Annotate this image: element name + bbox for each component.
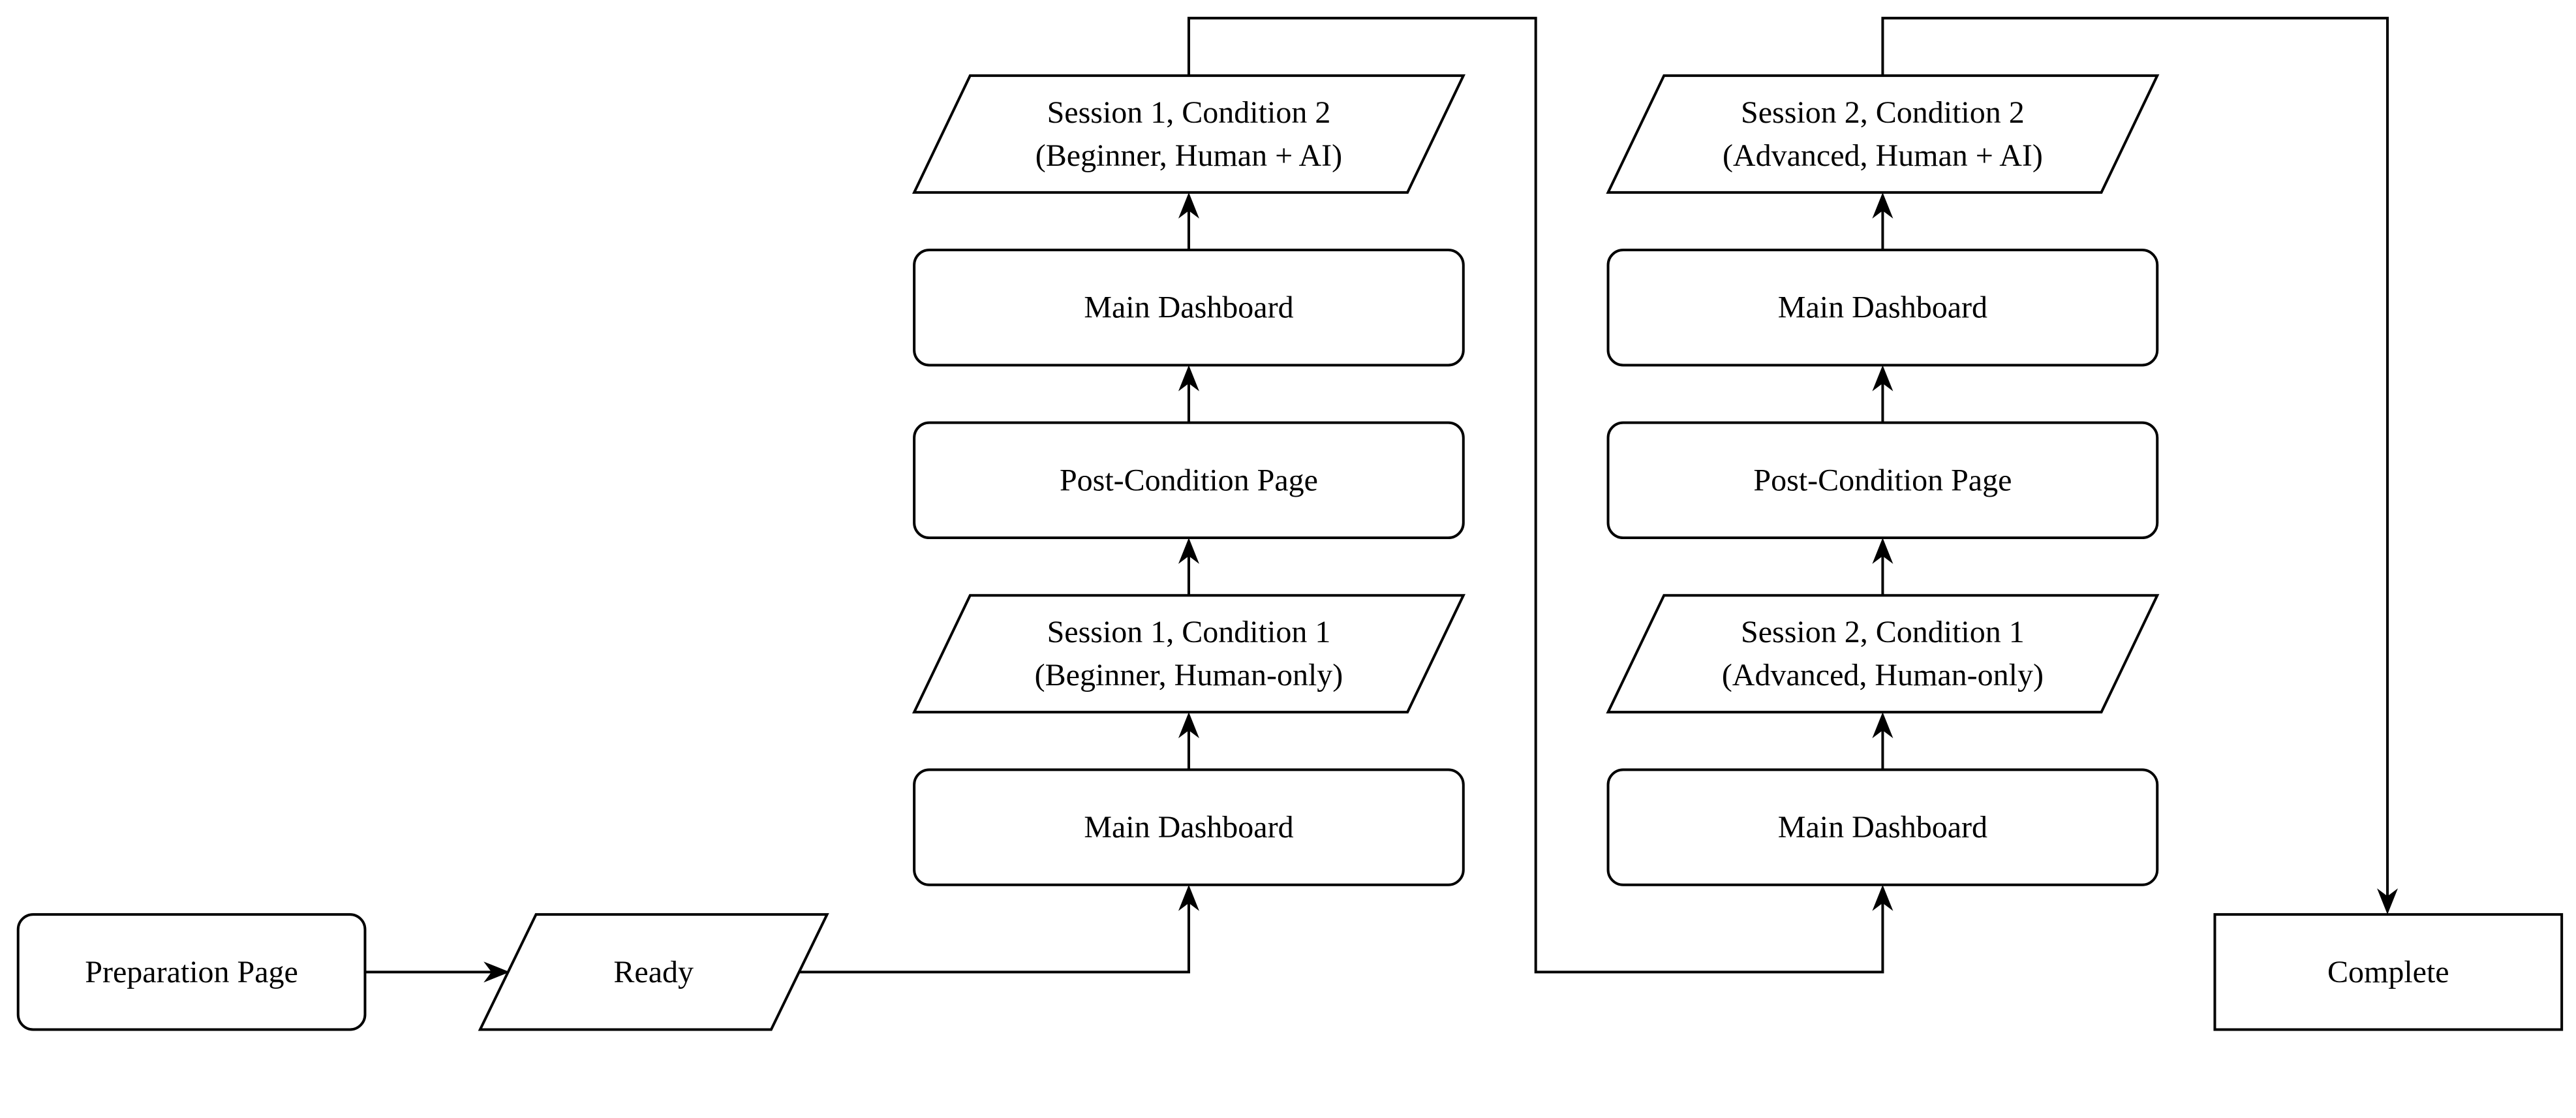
parallelogram-shape [478, 913, 829, 1031]
node-label-line: Session 1, Condition 1 [1047, 615, 1331, 649]
arrowhead-icon [1178, 712, 1199, 739]
rounded-rect-shape [913, 249, 1465, 367]
node-s1-main-2: Main Dashboard [913, 249, 1465, 367]
edge-s1-main-1-to-s1-c1 [1178, 712, 1199, 770]
edge-s2-main-1-to-s2-c1 [1872, 712, 1894, 770]
arrowhead-icon [483, 961, 510, 983]
edge-s1-post-to-s1-main-2 [1178, 365, 1199, 423]
node-label-line: Main Dashboard [1778, 290, 1987, 325]
node-ready: Ready [478, 913, 829, 1031]
node-s2-post: Post-Condition Page [1606, 421, 2159, 540]
node-label-line: Post-Condition Page [1753, 463, 2012, 497]
node-label-line: (Advanced, Human-only) [1722, 658, 2044, 692]
arrowhead-icon [1178, 192, 1199, 219]
arrowhead-icon [1872, 712, 1894, 739]
edge-s2-c2-to-complete [1881, 16, 2399, 915]
node-s2-main-1: Main Dashboard [1606, 768, 2159, 886]
rounded-rect-shape [1606, 249, 2159, 367]
node-s1-c2: Session 1, Condition 2 (Beginner, Human +… [912, 74, 1465, 194]
connector-line [797, 900, 1190, 974]
edge-s1-c2-to-s2-main-1 [1187, 16, 1894, 974]
arrowhead-icon [1178, 884, 1199, 911]
node-label-line: Session 1, Condition 2 [1047, 95, 1331, 130]
node-label-line: Session 2, Condition 1 [1741, 615, 2025, 649]
node-prep: Preparation Page [16, 913, 367, 1031]
arrowhead-icon [1178, 365, 1199, 392]
node-complete: Complete [2213, 913, 2564, 1031]
node-label-line: Preparation Page [85, 955, 298, 989]
parallelogram-shape [912, 74, 1465, 194]
edge-s2-c1-to-s2-post [1872, 538, 1894, 596]
node-s2-c1: Session 2, Condition 1 (Advanced, Human-o… [1606, 594, 2160, 714]
edge-s2-post-to-s2-main-2 [1872, 365, 1894, 423]
rect-shape [2213, 913, 2564, 1031]
edge-s1-main-2-to-s1-c2 [1178, 192, 1199, 251]
parallelogram-shape [912, 594, 1465, 714]
node-s1-c1: Session 1, Condition 1 (Beginner, Human-o… [912, 594, 1465, 714]
rounded-rect-shape [1606, 421, 2159, 540]
rounded-rect-shape [1606, 768, 2159, 886]
arrowhead-icon [2377, 888, 2399, 915]
node-label-line: (Advanced, Human + AI) [1723, 138, 2043, 173]
node-label-line: Ready [613, 955, 694, 989]
arrowhead-icon [1872, 884, 1894, 911]
connector-line [1187, 16, 1884, 974]
rounded-rect-shape [913, 421, 1465, 540]
node-label-line: (Beginner, Human + AI) [1035, 138, 1342, 173]
arrowhead-icon [1178, 538, 1199, 565]
parallelogram-shape [1606, 594, 2160, 714]
node-label-line: Main Dashboard [1084, 290, 1293, 325]
node-s1-main-1: Main Dashboard [913, 768, 1465, 886]
edges-layer [365, 16, 2399, 983]
edge-s1-c1-to-s1-post [1178, 538, 1199, 596]
parallelogram-shape [1606, 74, 2160, 194]
node-label-line: Main Dashboard [1778, 810, 1987, 845]
edge-prep-to-ready [365, 961, 510, 983]
node-s2-main-2: Main Dashboard [1606, 249, 2159, 367]
arrowhead-icon [1872, 365, 1894, 392]
rounded-rect-shape [913, 768, 1465, 886]
node-label-line: (Beginner, Human-only) [1035, 658, 1343, 692]
node-label-line: Session 2, Condition 2 [1741, 95, 2025, 130]
node-s2-c2: Session 2, Condition 2 (Advanced, Human +… [1606, 74, 2160, 194]
connector-line [1881, 16, 2389, 899]
edge-ready-to-s1-main-1 [797, 884, 1199, 974]
edge-s2-main-2-to-s2-c2 [1872, 192, 1894, 251]
node-label-line: Main Dashboard [1084, 810, 1293, 845]
node-s1-post: Post-Condition Page [913, 421, 1465, 540]
rounded-rect-shape [16, 913, 367, 1031]
node-label-line: Post-Condition Page [1060, 463, 1318, 497]
arrowhead-icon [1872, 538, 1894, 565]
node-label-line: Complete [2327, 955, 2449, 989]
arrowhead-icon [1872, 192, 1894, 219]
